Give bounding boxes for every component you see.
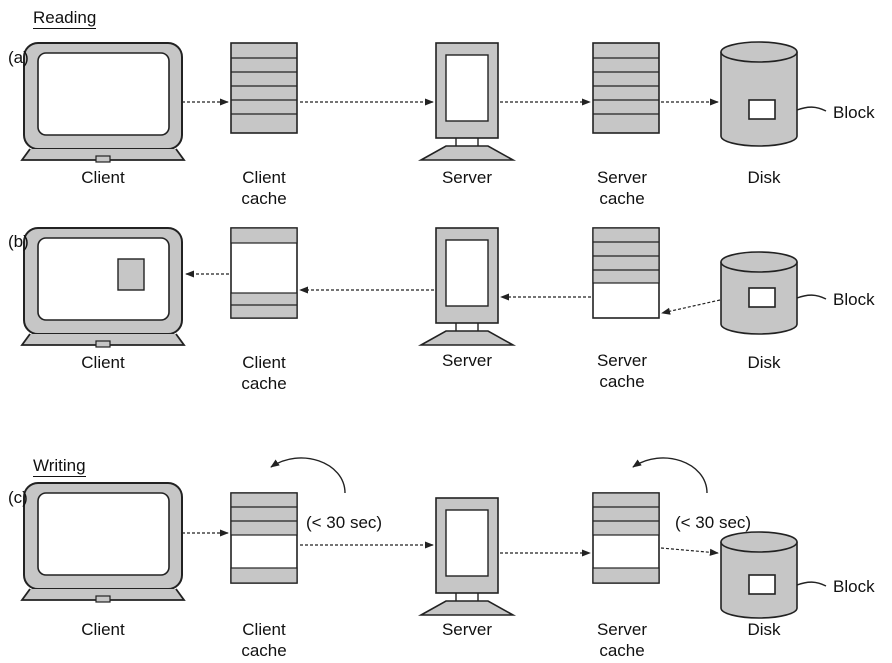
label-server-cache-b-2: cache — [599, 372, 645, 391]
label-block-a: Block — [833, 103, 875, 122]
row-tag-a: (a) — [8, 48, 29, 67]
server-a — [417, 42, 517, 161]
client-cache-c — [230, 492, 298, 584]
label-client-c: Client — [81, 620, 125, 639]
row-tag-b: (b) — [8, 232, 29, 251]
curved-arrow-client-cache — [270, 457, 346, 494]
server-cache-a — [592, 42, 660, 134]
server-cache-c — [592, 492, 660, 584]
label-server-cache-b-1: Server — [596, 351, 648, 370]
label-server-c: Server — [441, 620, 493, 639]
label-client-cache-b-1: Client — [242, 353, 286, 372]
label-server-a: Server — [441, 168, 493, 187]
label-client-b: Client — [81, 353, 125, 372]
label-disk-a: Disk — [747, 168, 781, 187]
label-client-cache-c-1: Client — [242, 620, 286, 639]
disk-b — [720, 251, 827, 335]
label-block-c: Block — [833, 577, 875, 596]
section-reading-text: Reading — [33, 8, 97, 29]
client-terminal-a — [20, 42, 186, 163]
client-cache-b — [230, 227, 298, 319]
delay-label-client: (< 30 sec) — [306, 513, 383, 532]
server-cache-b — [592, 227, 660, 319]
label-client-a: Client — [81, 168, 125, 187]
section-writing-text: Writing — [33, 456, 86, 477]
row-a — [20, 41, 827, 163]
arrow-b-4 — [661, 299, 721, 315]
curved-arrow-server-cache — [632, 457, 708, 494]
label-server-cache-c-2: cache — [599, 641, 645, 660]
label-client-cache-b-2: cache — [241, 374, 287, 393]
arrow-c-4 — [660, 547, 719, 556]
label-server-cache-a-2: cache — [599, 189, 645, 208]
label-client-cache-c-2: cache — [241, 641, 287, 660]
client-cache-a — [230, 42, 298, 134]
label-disk-c: Disk — [747, 620, 781, 639]
disk-c — [720, 531, 827, 619]
section-reading: Reading — [33, 8, 97, 29]
label-server-cache-c-1: Server — [596, 620, 648, 639]
label-server-cache-a-1: Server — [596, 168, 648, 187]
label-client-cache-a-1: Client — [242, 168, 286, 187]
server-b — [417, 227, 517, 346]
section-writing: Writing — [33, 456, 86, 477]
label-disk-b: Disk — [747, 353, 781, 372]
row-c — [20, 457, 827, 619]
server-c — [417, 497, 517, 616]
client-terminal-b — [20, 227, 186, 348]
label-block-b: Block — [833, 290, 875, 309]
label-client-cache-a-2: cache — [241, 189, 287, 208]
row-tag-c: (c) — [8, 488, 28, 507]
row-b — [20, 227, 827, 348]
delay-label-server: (< 30 sec) — [675, 513, 752, 532]
disk-a — [720, 41, 827, 147]
client-terminal-c — [20, 482, 186, 603]
label-server-b: Server — [441, 351, 493, 370]
